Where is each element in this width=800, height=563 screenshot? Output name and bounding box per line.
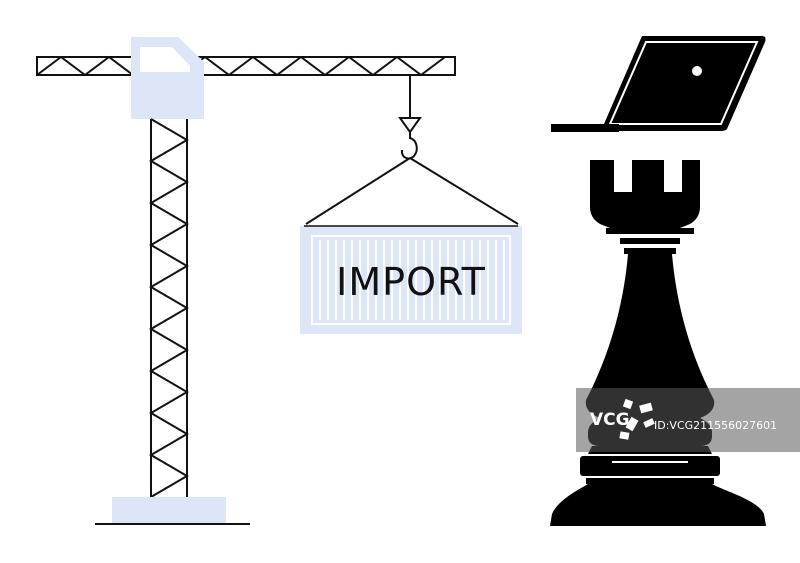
rook-ring-2 (620, 238, 680, 244)
rook-plinth-2 (586, 478, 714, 484)
rook-ring-1 (606, 228, 694, 234)
rook-foot (550, 484, 766, 526)
rook-crown (590, 160, 700, 228)
container-ribs (319, 240, 505, 320)
chess-rook-icon (550, 160, 766, 526)
watermark-brand: VCG (590, 410, 630, 430)
crane-hook (305, 75, 519, 225)
laptop-screen-bezel (608, 41, 759, 125)
crane-base (112, 497, 226, 524)
laptop-screen (601, 36, 766, 131)
watermark-bar (576, 388, 800, 452)
crane-tower (149, 118, 189, 498)
rook-plinth-1 (580, 456, 720, 476)
container-label: IMPORT (336, 260, 486, 304)
vcg-logo-icon (619, 398, 655, 440)
laptop-icon (551, 36, 766, 132)
rook-ring-3 (624, 248, 676, 254)
crane-icon (36, 37, 519, 525)
rook-body (585, 254, 715, 418)
watermark-id: ID:VCG211556027601 (654, 419, 777, 432)
container-panel (311, 235, 511, 325)
crane-cab-window (140, 47, 190, 72)
shipping-container-icon: IMPORT (300, 225, 522, 334)
laptop-base (551, 124, 619, 132)
laptop-logo-dot (692, 66, 702, 76)
crane-jib (36, 55, 456, 77)
watermark: VCG ID:VCG211556027601 (576, 388, 800, 452)
